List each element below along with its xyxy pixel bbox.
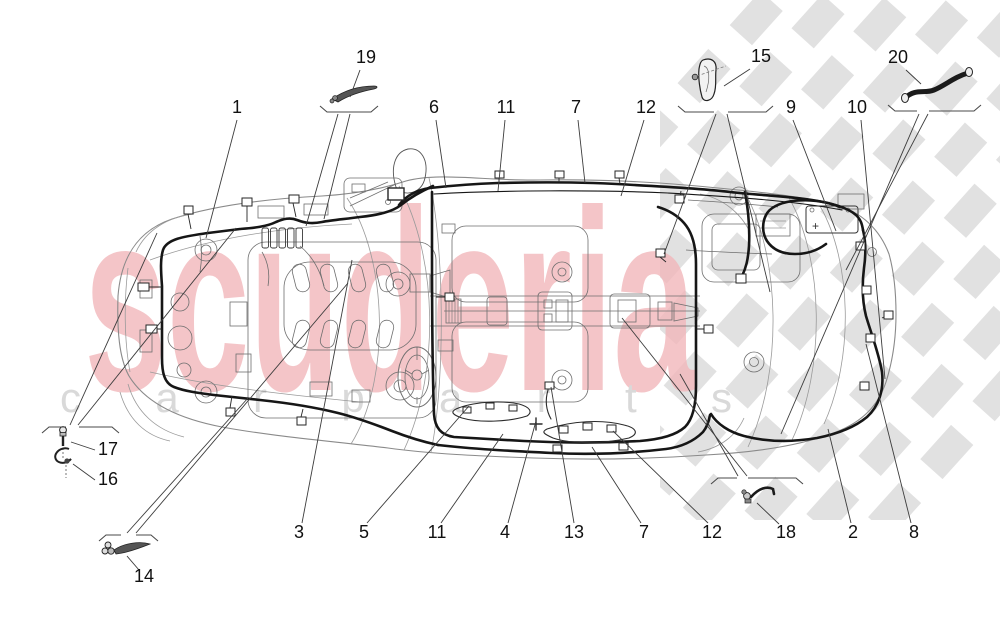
- callout-label-3[interactable]: 3: [294, 522, 304, 542]
- leader-line-12: [612, 430, 709, 524]
- leader-line-7: [591, 446, 642, 524]
- callout-bracket: [41, 426, 66, 434]
- callout-label-19[interactable]: 19: [356, 47, 376, 67]
- leader-line-16: [69, 232, 158, 426]
- leader-line-14: [126, 555, 140, 571]
- leader-line-15: [663, 113, 717, 255]
- leader-line-16: [72, 463, 96, 481]
- mounting-bracket-icon: [703, 65, 710, 93]
- bolt-icon: [59, 432, 67, 437]
- leader-line-12: [620, 119, 645, 197]
- leader-line-11: [497, 119, 506, 192]
- leader-line-1: [205, 119, 238, 239]
- callout-label-1[interactable]: 1: [232, 97, 242, 117]
- callout-label-5[interactable]: 5: [359, 522, 369, 542]
- callout-label-4[interactable]: 4: [500, 522, 510, 542]
- leader-line-18: [756, 502, 780, 525]
- callout-label-11[interactable]: 11: [497, 97, 516, 117]
- callout-label-12[interactable]: 12: [702, 522, 722, 542]
- mounting-bracket-icon: [696, 65, 727, 77]
- callout-bracket: [929, 104, 982, 112]
- leader-line-11: [440, 433, 504, 524]
- leader-line-14: [135, 282, 349, 534]
- leader-line-4: [507, 420, 537, 524]
- leader-line-18: [679, 373, 739, 477]
- callout-label-18[interactable]: 18: [776, 522, 796, 542]
- callout-label-2[interactable]: 2: [848, 522, 858, 542]
- leader-line-19: [305, 113, 339, 227]
- leader-line-15: [723, 68, 751, 87]
- callout-label-15[interactable]: 15: [751, 46, 771, 66]
- callout-label-9[interactable]: 9: [786, 97, 796, 117]
- mounting-bracket-icon: [698, 58, 717, 102]
- brand-watermark: scuderia: [84, 156, 697, 445]
- callout-label-11[interactable]: 11: [428, 522, 447, 542]
- callout-label-17[interactable]: 17: [98, 439, 118, 459]
- jumper-cable-icon: [902, 70, 971, 101]
- jumper-cable-icon: [901, 93, 909, 103]
- connector-blocks: [137, 170, 894, 453]
- cable-clip-icon: [332, 95, 338, 101]
- strap-clip-icon: [107, 547, 115, 555]
- strap-clip-icon: [104, 541, 112, 549]
- leader-line-5: [366, 405, 470, 524]
- cable-clip-icon: [331, 85, 378, 103]
- callout-bracket: [728, 105, 774, 113]
- wiring-harness: [159, 181, 884, 456]
- cable-clip-icon: [744, 498, 752, 504]
- leader-line-19: [323, 113, 351, 220]
- leader-line-3: [301, 259, 353, 524]
- cable-clip-icon: [329, 98, 335, 104]
- cabin-detail: [397, 223, 700, 408]
- hook-clamp-icon: [64, 458, 70, 464]
- callout-bracket: [79, 426, 120, 434]
- brand-watermark-text: scuderia: [84, 156, 697, 445]
- leader-line-9: [792, 119, 837, 232]
- callout-label-12[interactable]: 12: [636, 97, 656, 117]
- strap-clip-icon: [101, 547, 109, 555]
- callout-label-16[interactable]: 16: [98, 469, 118, 489]
- callout-label-7[interactable]: 7: [571, 97, 581, 117]
- leader-line-6: [435, 119, 447, 189]
- callout-bracket: [98, 534, 121, 542]
- leader-line-14: [126, 397, 249, 534]
- callout-label-13[interactable]: 13: [564, 522, 584, 542]
- callout-bracket: [136, 534, 159, 542]
- callout-label-7[interactable]: 7: [639, 522, 649, 542]
- leader-line-20: [780, 113, 920, 435]
- cable-clip-icon: [741, 489, 747, 495]
- strap-clip-icon: [113, 542, 152, 555]
- callout-label-8[interactable]: 8: [909, 522, 919, 542]
- callout-bracket: [677, 105, 714, 113]
- leader-line-7: [577, 119, 586, 184]
- leader-line-15: [726, 113, 771, 293]
- callout-bracket: [887, 104, 917, 112]
- callout-bracket: [710, 477, 737, 485]
- callout-label-10[interactable]: 10: [847, 97, 867, 117]
- callout-bracket: [748, 477, 804, 485]
- leader-line-16: [77, 227, 237, 426]
- jumper-cable-icon: [965, 67, 973, 77]
- leader-line-20: [845, 113, 929, 271]
- leader-line-13: [550, 386, 575, 524]
- callout-label-6[interactable]: 6: [429, 97, 439, 117]
- leader-line-17: [70, 441, 96, 451]
- callout-label-14[interactable]: 14: [134, 566, 154, 586]
- screw-icon: [691, 73, 699, 81]
- leader-line-18: [621, 317, 748, 477]
- leader-line-10: [860, 119, 886, 380]
- callout-bracket: [319, 105, 379, 113]
- leader-line-2: [827, 428, 852, 524]
- callout-label-20[interactable]: 20: [888, 47, 908, 67]
- leader-line-20: [905, 69, 922, 85]
- battery-plus-label: +: [812, 219, 819, 233]
- leader-line-8: [865, 343, 912, 524]
- cable-clip-icon: [749, 486, 776, 499]
